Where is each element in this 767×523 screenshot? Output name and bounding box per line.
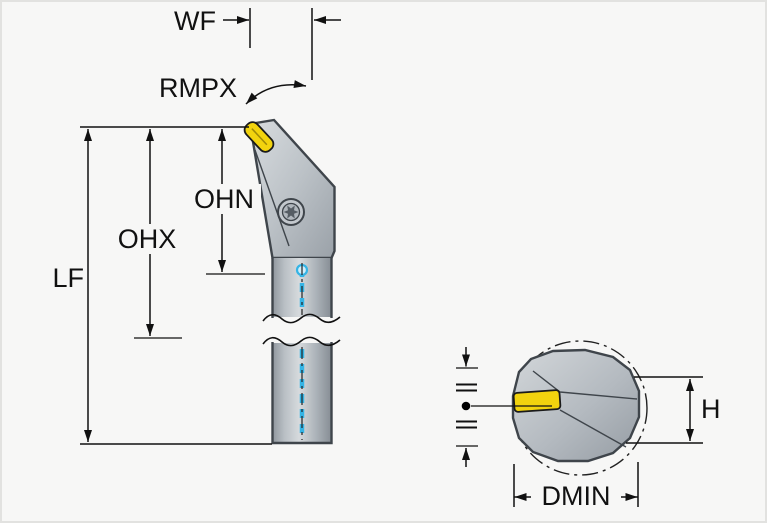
dmin-label-bg [531,481,621,511]
insert-pocket-line [254,149,290,247]
end-view-body [511,348,641,463]
ohn-label-bg [187,184,261,214]
equal-mark-top [456,383,477,392]
dimension-wf: WF [174,6,341,80]
side-view [243,118,341,445]
insert-end [512,389,562,413]
dimension-rmpx: RMPX [159,73,307,105]
center-point [461,401,471,411]
lf-label: LF [52,263,84,293]
insert-side [243,121,275,153]
torx-screw-icon [277,198,305,226]
equal-mark-bottom [456,420,477,429]
ohn-label: OHN [194,184,254,214]
end-view-facet-lines [532,370,638,448]
dmin-label: DMIN [542,481,611,511]
h-label: H [701,394,721,424]
rmpx-label: RMPX [159,73,237,103]
ohx-label-bg [110,224,184,254]
coolant-channel [295,263,309,440]
center-height-marks [456,347,552,467]
ohx-label: OHX [118,224,177,254]
dimension-dmin: DMIN [513,462,639,511]
break-lines [262,313,341,347]
dimension-h: H [626,376,721,444]
left-dimensions: LF OHX OHN [52,126,272,445]
wf-label: WF [174,6,216,36]
end-view: H DMIN [456,340,721,511]
